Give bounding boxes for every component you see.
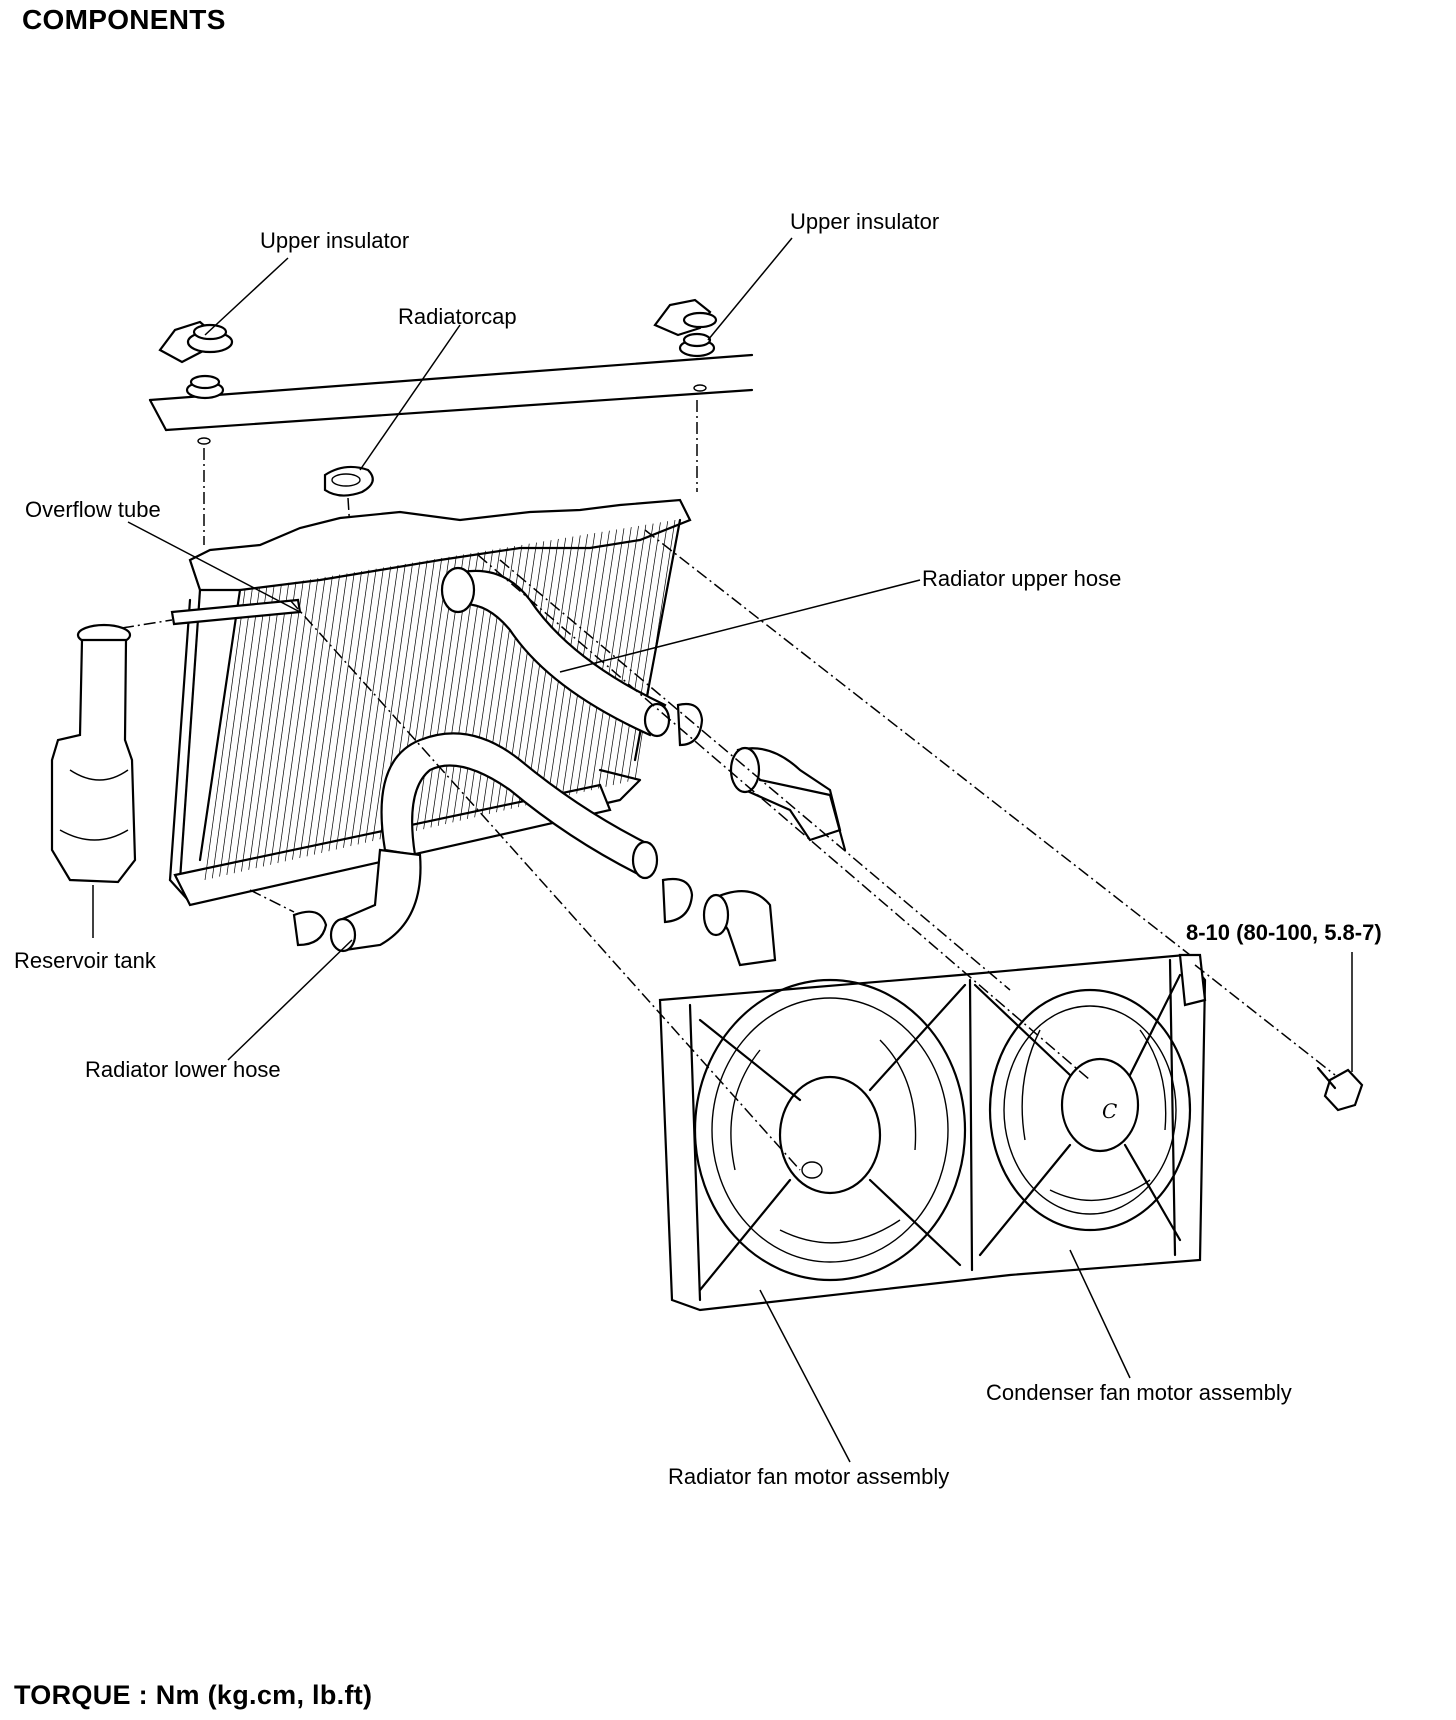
radiator-fin: [328, 569, 370, 852]
radiator-fin: [627, 521, 669, 782]
upper-insulator-right-part: [653, 298, 718, 392]
label-torque-spec: 8-10 (80-100, 5.8-7): [1186, 920, 1382, 945]
radiator-fin: [576, 529, 618, 794]
water-inlet-part: [702, 890, 777, 967]
radiator-fin: [270, 579, 311, 865]
radiator-fin: [219, 587, 260, 877]
radiator-fin: [299, 574, 341, 859]
label-radiator-upper-hose: Radiator upper hose: [922, 566, 1122, 591]
fan-shroud-assembly: C: [658, 953, 1207, 1312]
hose-clamp-upper: [676, 702, 704, 747]
radiator-fin: [357, 565, 399, 845]
radiator-fin: [292, 575, 333, 860]
label-upper-insulator-left: Upper insulator: [260, 228, 410, 253]
radiator-fin: [518, 538, 559, 808]
radiator-fin: [211, 588, 253, 879]
radiator-fin: [255, 581, 297, 869]
label-radiator-cap: Radiatorcap: [398, 304, 517, 329]
radiator-cap-part: [323, 465, 374, 531]
radiator-fin: [262, 580, 304, 867]
svg-text:C: C: [1102, 1099, 1117, 1123]
label-upper-insulator-right: Upper insulator: [790, 209, 940, 234]
radiator-fin: [620, 522, 661, 784]
radiator-fin: [226, 586, 268, 875]
radiator-fin: [612, 523, 654, 786]
hose-clamp-lower-left: [292, 910, 328, 947]
radiator-fin: [248, 582, 290, 870]
label-radiator-lower-hose: Radiator lower hose: [85, 1057, 281, 1082]
radiator-fin: [364, 563, 406, 843]
radiator-upper-hose-part: [440, 566, 671, 738]
hose-clamp-lower-right: [661, 877, 694, 924]
radiator-fin: [313, 572, 355, 855]
radiator-fin: [233, 585, 275, 874]
label-reservoir-tank: Reservoir tank: [14, 948, 156, 973]
reservoir-tank-part: [50, 623, 137, 884]
page-title: COMPONENTS: [22, 4, 226, 35]
radiator-fin: [372, 562, 413, 842]
radiator-fin: [204, 589, 246, 881]
upper-mounting-panel: [148, 353, 754, 432]
label-condenser-fan: Condenser fan motor assembly: [986, 1380, 1292, 1405]
radiator-fin: [634, 519, 676, 781]
radiator-fin: [343, 567, 384, 848]
label-overflow-tube: Overflow tube: [25, 497, 161, 522]
radiator-fin: [284, 576, 326, 862]
radiator-fin: [306, 573, 348, 857]
radiator-fin: [350, 566, 392, 847]
radiator-fin: [335, 568, 377, 850]
radiator-fin: [277, 578, 319, 864]
radiator-fin: [321, 570, 362, 853]
torque-units-note: TORQUE : Nm (kg.cm, lb.ft): [14, 1680, 373, 1710]
water-outlet-part: [729, 746, 842, 842]
label-radiator-fan: Radiator fan motor assembly: [668, 1464, 950, 1489]
leader-lines: [92, 237, 1353, 1463]
radiator-fin: [241, 584, 282, 872]
upper-insulator-left-part: [158, 320, 234, 445]
mounting-bolt: [1316, 1066, 1364, 1112]
radiator-lower-hose-part: [329, 732, 659, 953]
